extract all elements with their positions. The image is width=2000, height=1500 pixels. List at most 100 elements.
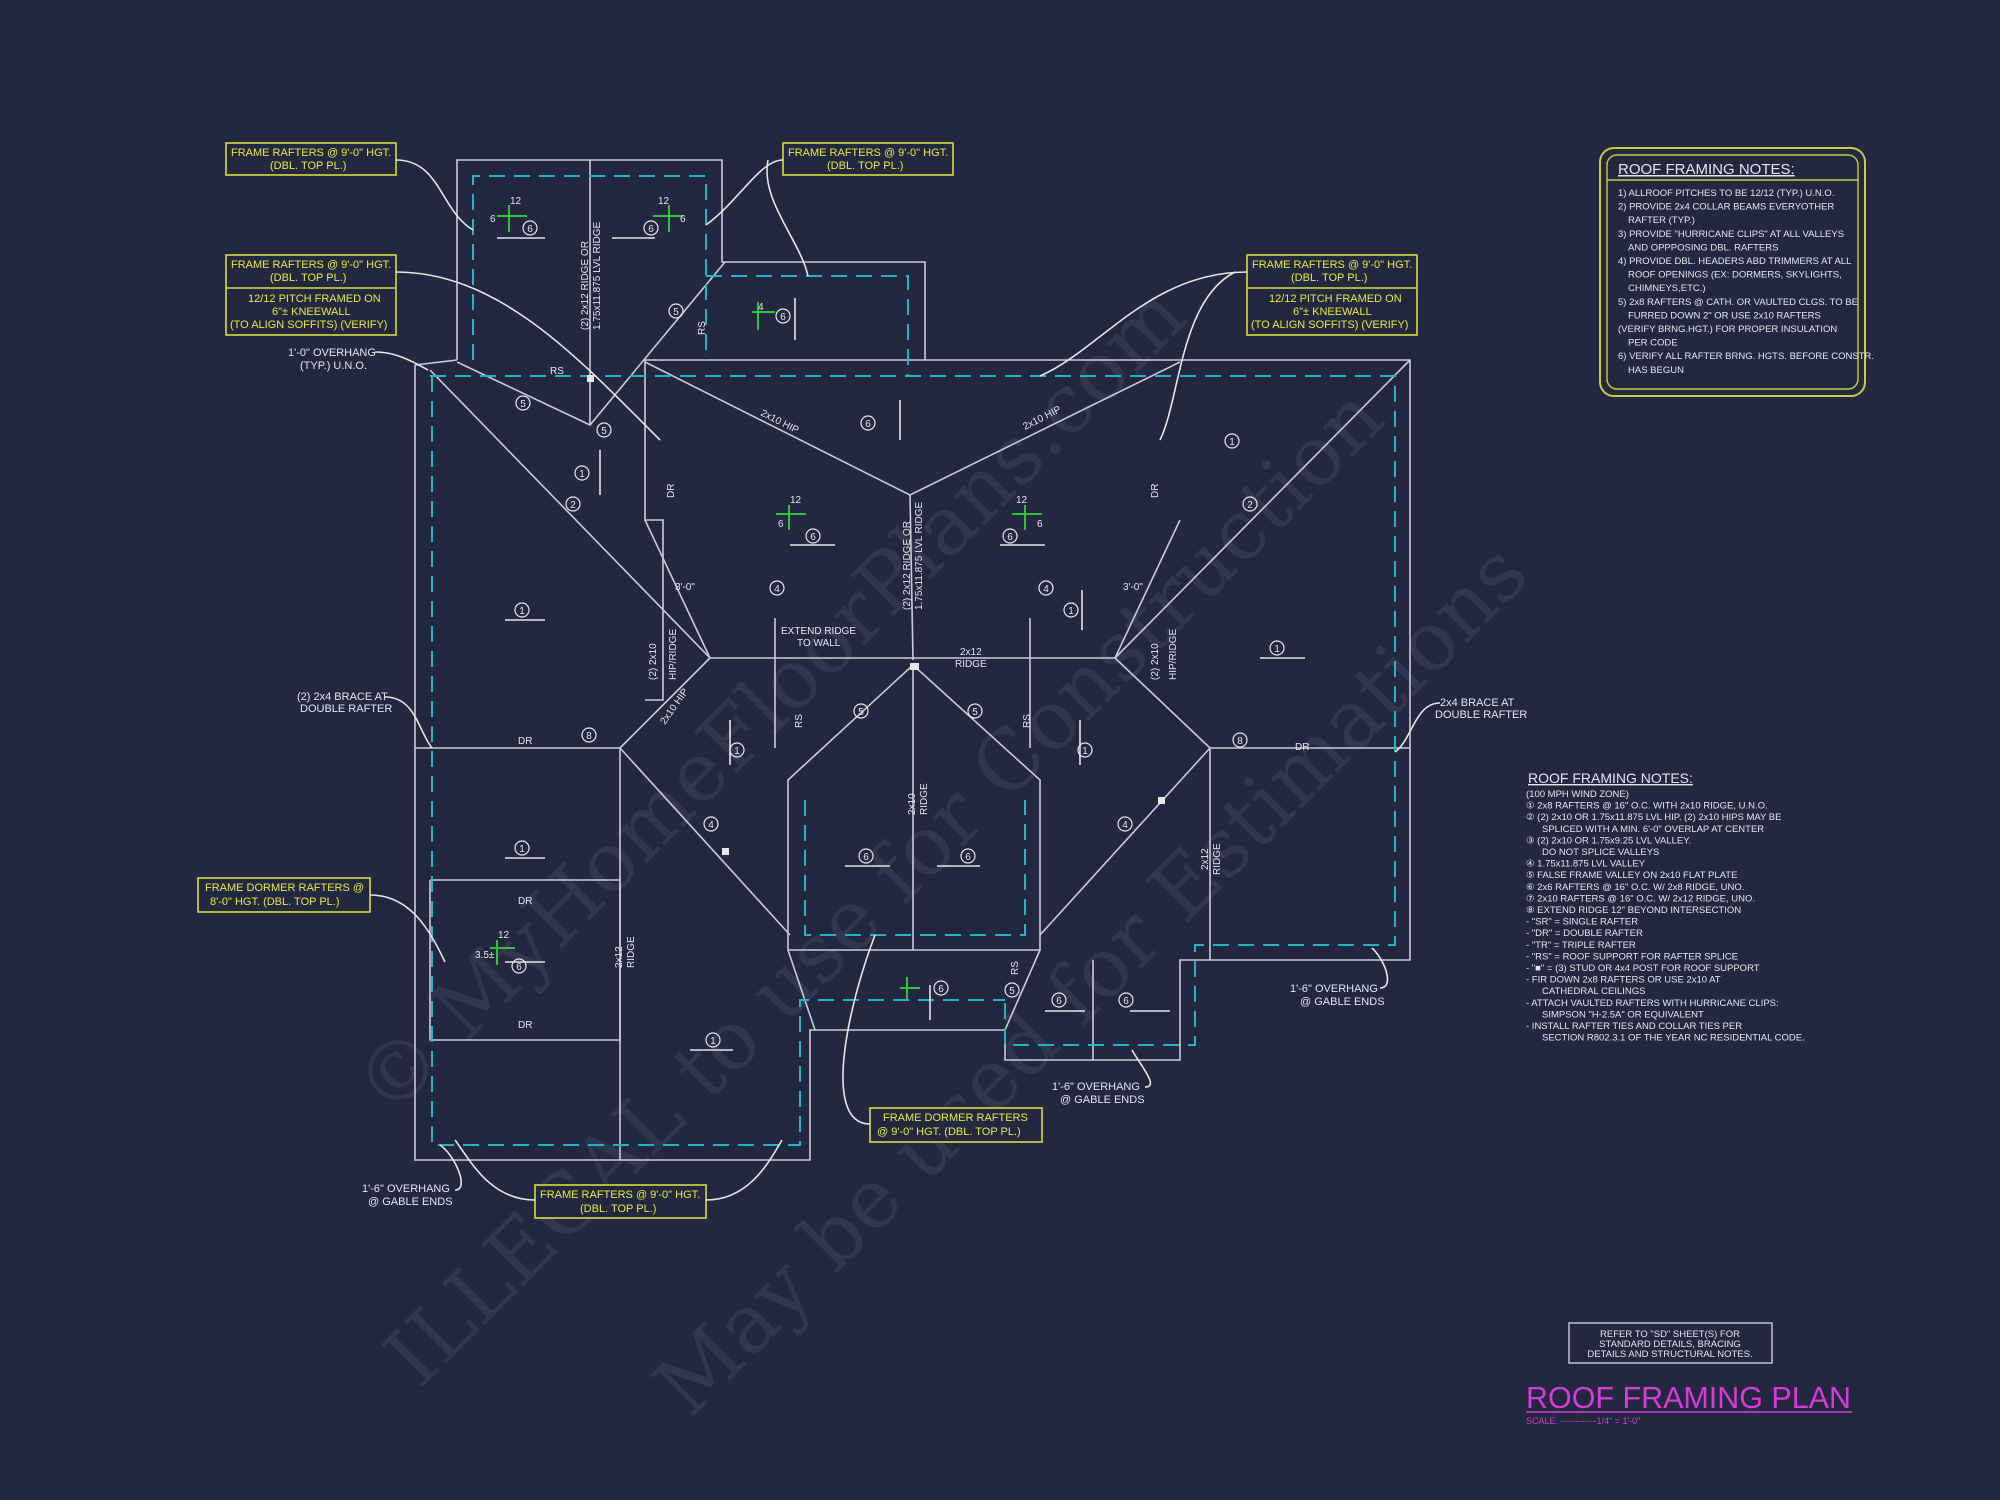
svg-text:RS: RS: [550, 366, 564, 377]
marker-6: 6: [1118, 992, 1134, 1008]
svg-text:1: 1: [579, 469, 585, 480]
svg-text:FRAME RAFTERS @ 9'-0" HGT.: FRAME RAFTERS @ 9'-0" HGT.: [1252, 259, 1412, 271]
overhang-note: 1'-0" OVERHANG (TYP.) U.N.O.: [288, 347, 429, 372]
svg-text:8'-0" HGT. (DBL. TOP PL.): 8'-0" HGT. (DBL. TOP PL.): [210, 896, 340, 908]
svg-text:FRAME DORMER RAFTERS @: FRAME DORMER RAFTERS @: [205, 882, 364, 894]
svg-text:6: 6: [810, 532, 816, 543]
callout-frame-rafters-bottom: FRAME RAFTERS @ 9'-0" HGT. (DBL. TOP PL.…: [454, 1139, 783, 1219]
svg-text:FRAME RAFTERS @ 9'-0" HGT.: FRAME RAFTERS @ 9'-0" HGT.: [788, 147, 948, 159]
svg-text:6: 6: [778, 519, 784, 530]
marker-1: 1: [729, 742, 745, 758]
marker-6: 6: [1051, 992, 1067, 1008]
note-line: ⑥ 2x6 RAFTERS @ 16" O.C. W/ 2x8 RIDGE, U…: [1526, 882, 1744, 893]
svg-text:5: 5: [673, 307, 679, 318]
svg-text:SCALE: ------------1/4" = 1'-0: SCALE: ------------1/4" = 1'-0": [1526, 1416, 1640, 1426]
svg-text:6: 6: [965, 852, 971, 863]
svg-text:DR: DR: [518, 896, 532, 907]
gable-note-right: 1'-6" OVERHANG @ GABLE ENDS: [1290, 947, 1389, 1008]
marker-4: 4: [1117, 816, 1133, 832]
svg-text:(TYP.) U.N.O.: (TYP.) U.N.O.: [300, 360, 367, 372]
marker-8: 8: [581, 727, 597, 743]
note-line: - "■" = (3) STUD OR 4x4 POST FOR ROOF SU…: [1526, 963, 1760, 974]
svg-text:1'-6" OVERHANG: 1'-6" OVERHANG: [1052, 1081, 1140, 1093]
marker-6: 6: [643, 220, 659, 236]
note-line: - ATTACH VAULTED RAFTERS WITH HURRICANE …: [1526, 998, 1779, 1009]
svg-text:(DBL. TOP PL.): (DBL. TOP PL.): [580, 1203, 656, 1215]
svg-text:HIP/RIDGE: HIP/RIDGE: [1168, 629, 1179, 680]
svg-text:(DBL. TOP PL.): (DBL. TOP PL.): [270, 272, 346, 284]
svg-text:6: 6: [1007, 532, 1013, 543]
svg-text:RS: RS: [1010, 961, 1021, 975]
svg-text:2x12: 2x12: [960, 647, 982, 658]
svg-text:1: 1: [710, 1036, 716, 1047]
note-line: ⑧ EXTEND RIDGE 12" BEYOND INTERSECTION: [1526, 905, 1741, 916]
brace-note-left: (2) 2x4 BRACE AT DOUBLE RAFTER: [297, 691, 433, 749]
svg-text:5: 5: [1009, 986, 1015, 997]
svg-text:(2) 2x10: (2) 2x10: [1150, 643, 1161, 680]
marker-6: 6: [1002, 528, 1018, 544]
gable-note-middle: 1'-6" OVERHANG @ GABLE ENDS: [1052, 1049, 1152, 1106]
svg-text:(2) 2x4 BRACE AT: (2) 2x4 BRACE AT: [297, 691, 388, 703]
svg-text:1: 1: [519, 606, 525, 617]
svg-text:RIDGE: RIDGE: [1212, 843, 1223, 875]
svg-text:RS: RS: [794, 714, 805, 728]
marker-1: 1: [1224, 433, 1240, 449]
note-line: (VERIFY BRNG.HGT.) FOR PROPER INSULATION: [1618, 324, 1837, 335]
overhang-lines: [430, 175, 1396, 1146]
svg-text:1: 1: [1274, 644, 1280, 655]
svg-text:6: 6: [527, 224, 533, 235]
svg-text:12: 12: [790, 495, 802, 506]
marker-5: 5: [668, 303, 684, 319]
svg-text:DR: DR: [518, 1020, 532, 1031]
svg-text:2: 2: [570, 500, 576, 511]
svg-text:@ GABLE ENDS: @ GABLE ENDS: [368, 1196, 453, 1208]
callout-frame-rafters-top-middle: FRAME RAFTERS @ 9'-0" HGT. (DBL. TOP PL.…: [705, 142, 954, 277]
svg-text:DR: DR: [1150, 484, 1161, 498]
svg-text:4: 4: [708, 820, 714, 831]
note-line: CATHEDRAL CEILINGS: [1542, 986, 1645, 997]
svg-text:12: 12: [1016, 495, 1028, 506]
svg-text:@ GABLE ENDS: @ GABLE ENDS: [1300, 996, 1385, 1008]
gable-note-left: 1'-6" OVERHANG @ GABLE ENDS: [362, 1144, 462, 1208]
svg-text:1: 1: [1229, 437, 1235, 448]
note-line: SIMPSON "H-2.5A" OR EQUIVALENT: [1542, 1009, 1704, 1020]
note-line: ⑦ 2x10 RAFTERS @ 16" O.C. W/ 2x12 RIDGE,…: [1526, 893, 1755, 904]
svg-text:FRAME RAFTERS @ 9'-0" HGT.: FRAME RAFTERS @ 9'-0" HGT.: [231, 147, 391, 159]
svg-text:1: 1: [734, 746, 740, 757]
svg-text:ROOF FRAMING NOTES:: ROOF FRAMING NOTES:: [1618, 161, 1795, 178]
marker-5: 5: [515, 395, 531, 411]
svg-text:ROOF FRAMING NOTES:: ROOF FRAMING NOTES:: [1528, 770, 1693, 786]
svg-text:3'-0": 3'-0": [1123, 582, 1143, 593]
svg-text:6: 6: [648, 224, 654, 235]
svg-text:12/12 PITCH FRAMED ON: 12/12 PITCH FRAMED ON: [1269, 293, 1402, 305]
marker-2: 2: [565, 496, 581, 512]
svg-text:FRAME RAFTERS @ 9'-0" HGT.: FRAME RAFTERS @ 9'-0" HGT.: [231, 259, 391, 271]
marker-4: 4: [1038, 580, 1054, 596]
note-line: ⑤ FALSE FRAME VALLEY ON 2x10 FLAT PLATE: [1526, 870, 1737, 881]
svg-text:ROOF FRAMING PLAN: ROOF FRAMING PLAN: [1526, 1380, 1851, 1415]
marker-1: 1: [705, 1032, 721, 1048]
brace-note-right: 2x4 BRACE AT DOUBLE RAFTER: [1394, 697, 1527, 753]
svg-text:6: 6: [780, 312, 786, 323]
svg-text:(TO ALIGN SOFFITS) (VERIFY): (TO ALIGN SOFFITS) (VERIFY): [230, 319, 387, 331]
note-line: 1) ALLROOF PITCHES TO BE 12/12 (TYP.) U.…: [1618, 188, 1834, 199]
note-line: RAFTER (TYP.): [1628, 215, 1695, 226]
svg-text:1.75x11.875 LVL RIDGE: 1.75x11.875 LVL RIDGE: [914, 501, 925, 610]
marker-6: 6: [960, 848, 976, 864]
svg-text:DR: DR: [518, 736, 532, 747]
note-line: ROOF OPENINGS (EX: DORMERS, SKYLIGHTS,: [1628, 270, 1842, 281]
svg-text:RIDGE: RIDGE: [955, 659, 987, 670]
svg-text:5: 5: [972, 707, 978, 718]
note-line: 2) PROVIDE 2x4 COLLAR BEAMS EVERYOTHER: [1618, 202, 1834, 213]
svg-text:2x10: 2x10: [907, 793, 918, 815]
note-line: ② (2) 2x10 OR 1.75x11.875 LVL HIP. (2) 2…: [1526, 812, 1781, 823]
svg-text:RIDGE: RIDGE: [919, 783, 930, 815]
svg-text:6"± KNEEWALL: 6"± KNEEWALL: [1293, 306, 1372, 318]
svg-text:@ 9'-0" HGT. (DBL. TOP PL.): @ 9'-0" HGT. (DBL. TOP PL.): [877, 1126, 1021, 1138]
marker-1: 1: [1077, 742, 1093, 758]
note-line: 3) PROVIDE "HURRICANE CLIPS" AT ALL VALL…: [1618, 229, 1844, 240]
svg-text:(DBL. TOP PL.): (DBL. TOP PL.): [270, 160, 346, 172]
svg-text:2: 2: [1247, 500, 1253, 511]
svg-text:(DBL. TOP PL.): (DBL. TOP PL.): [1291, 272, 1367, 284]
note-line: ④ 1.75x11.875 LVL VALLEY: [1526, 859, 1646, 870]
